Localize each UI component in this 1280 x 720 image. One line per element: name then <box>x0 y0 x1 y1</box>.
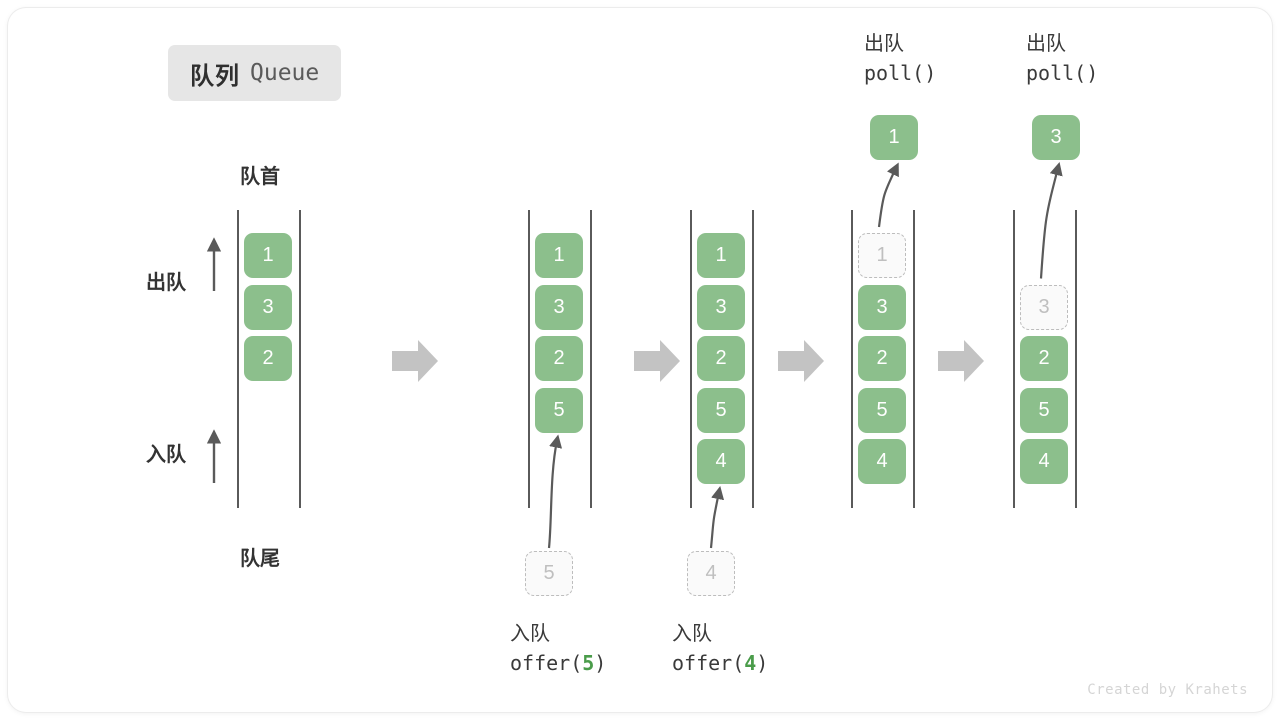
queue-cell: 2 <box>697 336 745 381</box>
poll-label: 出队 poll() <box>864 30 936 88</box>
rail-right <box>1075 210 1077 508</box>
queue-cell: 3 <box>697 284 745 330</box>
title-badge: 队列 Queue <box>168 45 342 101</box>
enqueue-label: 入队 <box>146 444 186 466</box>
rail-right <box>299 210 301 508</box>
queue-cell: 4 <box>1020 439 1068 484</box>
rail-left <box>690 210 692 508</box>
queue-cell: 2 <box>1020 336 1068 381</box>
offer-label-arg: 5 <box>582 651 595 675</box>
queue-cell: 3 <box>858 284 906 330</box>
poll-label-code: poll() <box>1026 61 1099 85</box>
title-chinese: 队列 <box>190 62 240 90</box>
offer-label-code: offer(5) <box>510 651 607 675</box>
queue-cell: 3 <box>244 284 292 330</box>
queue-cell: 2 <box>535 336 583 381</box>
poll-label-code: poll() <box>864 61 937 85</box>
rail-right <box>913 210 915 508</box>
queue-cell: 5 <box>1020 387 1068 433</box>
incoming-ghost-cell: 4 <box>687 551 735 596</box>
rail-left <box>851 210 853 508</box>
queue-cell: 4 <box>697 439 745 484</box>
rail-left <box>1013 210 1015 508</box>
queue-cell: 2 <box>858 336 906 381</box>
offer-label-code: offer(4) <box>672 651 769 675</box>
queue-head-label: 队首 <box>240 166 280 188</box>
queue-tail-label: 队尾 <box>240 548 280 570</box>
offer-label-arg: 4 <box>744 651 757 675</box>
queue-cell: 2 <box>244 336 292 381</box>
poll-label-cn: 出队 <box>1026 33 1066 55</box>
dequeue-label: 出队 <box>146 272 186 294</box>
ghost-cell: 3 <box>1020 284 1068 330</box>
queue-cell: 1 <box>697 233 745 278</box>
queue-cell: 5 <box>858 387 906 433</box>
rail-left <box>528 210 530 508</box>
queue-cell: 4 <box>858 439 906 484</box>
diagram-card <box>8 8 1272 712</box>
popped-cell: 3 <box>1032 115 1080 160</box>
offer-label-cn: 入队 <box>672 623 712 645</box>
rail-right <box>752 210 754 508</box>
queue-cell: 5 <box>535 387 583 433</box>
poll-label-cn: 出队 <box>864 33 904 55</box>
queue-cell: 1 <box>535 233 583 278</box>
offer-label: 入队 offer(5) <box>510 620 606 678</box>
queue-cell: 1 <box>244 233 292 278</box>
rail-right <box>590 210 592 508</box>
popped-cell: 1 <box>870 115 918 160</box>
rail-left <box>237 210 239 508</box>
offer-label: 入队 offer(4) <box>672 620 768 678</box>
credit-text: Created by Krahets <box>1087 682 1248 698</box>
ghost-cell: 1 <box>858 233 906 278</box>
incoming-ghost-cell: 5 <box>525 551 573 596</box>
queue-cell: 5 <box>697 387 745 433</box>
offer-label-cn: 入队 <box>510 623 550 645</box>
title-english: Queue <box>250 60 320 86</box>
poll-label: 出队 poll() <box>1026 30 1098 88</box>
queue-cell: 3 <box>535 284 583 330</box>
